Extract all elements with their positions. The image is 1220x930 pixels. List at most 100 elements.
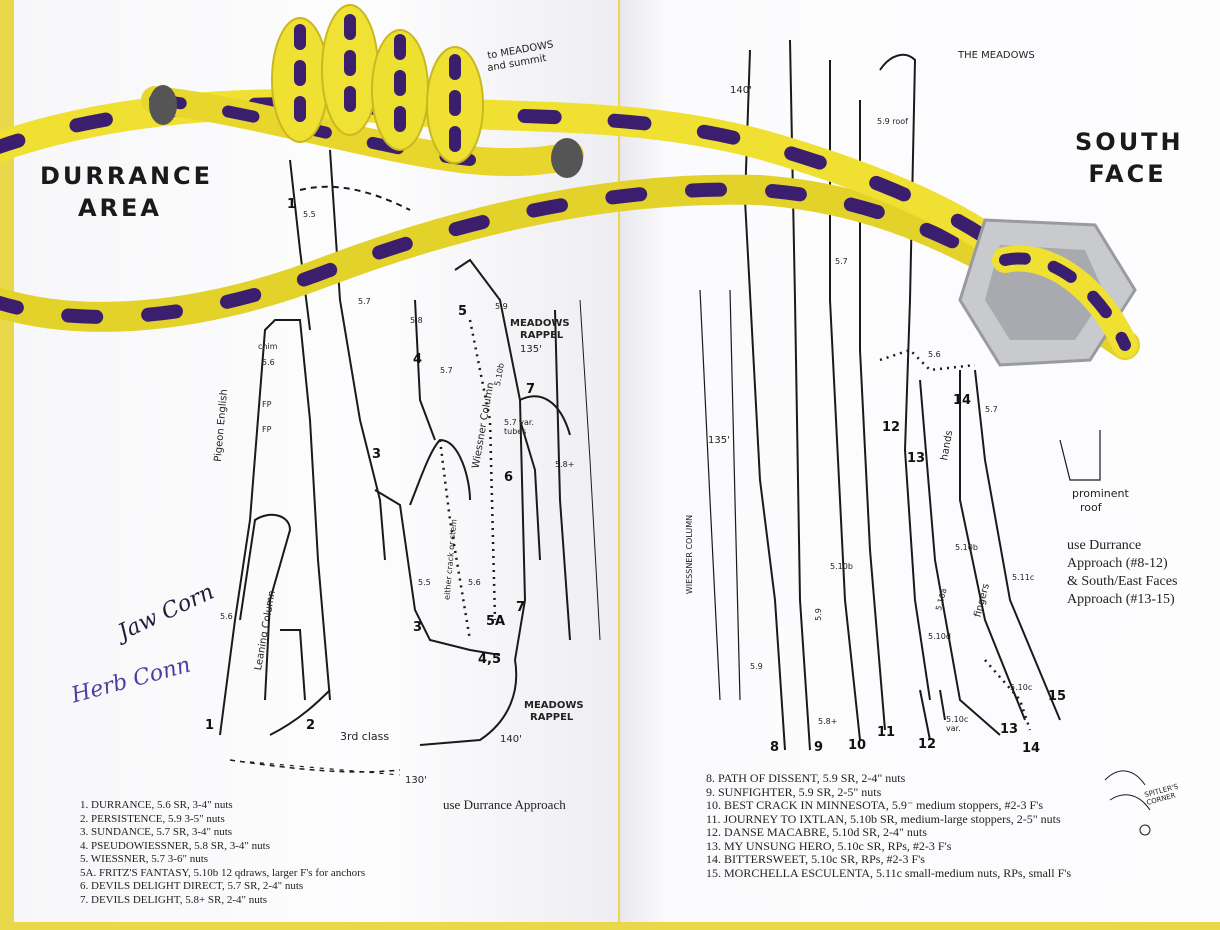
approach-trail (229, 759, 401, 773)
route-number: 7 (526, 382, 536, 397)
route-line (454, 258, 527, 661)
route-line (374, 489, 501, 656)
grade-label: 5.8+ (555, 460, 575, 469)
label-prominent-roof: roof (1080, 501, 1102, 514)
route-line (974, 369, 1061, 721)
route-line (789, 39, 811, 751)
approach-note: use Durrance Approach (443, 797, 566, 812)
grade-label: 5.11c (1012, 573, 1035, 582)
route-list-item: 11. JOURNEY TO IXTLAN, 5.10b SR, medium-… (706, 811, 1061, 826)
right-book-page (620, 0, 1220, 922)
route-list-item: 2. PERSISTENCE, 5.9 3-5" nuts (80, 812, 225, 825)
title-line: DURRANCE (40, 162, 214, 190)
route-number: 9 (814, 740, 824, 755)
approach-line: Approach (#13-15) (1067, 592, 1175, 607)
route-line (289, 159, 311, 331)
dotted-route (438, 439, 472, 641)
route-line (919, 379, 1001, 736)
dotted-route (879, 348, 976, 372)
route-list-item: 15. MORCHELLA ESCULENTA, 5.11c small-med… (706, 865, 1072, 880)
route-list-item: 10. BEST CRACK IN MINNESOTA, 5.9⁻ medium… (706, 798, 1043, 812)
label-the-meadows: THE MEADOWS (958, 50, 1035, 61)
right-page-title: SOUTH FACE (1075, 126, 1184, 190)
title-line: FACE (1088, 160, 1167, 188)
label-rappel-length: 140' (730, 85, 752, 96)
route-number: 5 (458, 304, 468, 319)
label-rappel-length: 130' (405, 775, 427, 786)
route-number: 15 (1048, 689, 1067, 704)
title-line: SOUTH (1075, 128, 1184, 156)
route-number: 3 (413, 620, 423, 635)
dotted-route (299, 185, 411, 211)
route-number: 13 (1000, 722, 1019, 737)
grade-label: 5.8+ (818, 717, 838, 726)
grade-label: 5.5 (418, 578, 431, 587)
route-number: 11 (877, 725, 896, 740)
route-line (219, 319, 331, 736)
route-line (269, 689, 331, 736)
right-route-list: 8. PATH OF DISSENT, 5.9 SR, 2-4" nuts 9.… (706, 771, 1072, 880)
route-number: 12 (918, 737, 937, 752)
route-list-item: 5. WIESSNER, 5.7 3-6" nuts (80, 853, 209, 865)
route-number: 5A (486, 614, 506, 629)
approach-line: & South/East Faces (1067, 574, 1178, 589)
left-page-title: DURRANCE AREA (40, 160, 214, 224)
grade-label: 5.7 (985, 405, 998, 414)
grade-label: FP (262, 400, 272, 409)
grade-label: 5.6 (928, 350, 941, 359)
label-meadows-rappel: MEADOWS (510, 318, 570, 329)
route-number: 6 (504, 470, 514, 485)
route-list-item: 5A. FRITZ'S FANTASY, 5.10b 12 qdraws, la… (80, 866, 366, 879)
spitlers-corner-sketch (1104, 770, 1151, 811)
route-list-item: 4. PSEUDOWIESSNER, 5.8 SR, 3-4" nuts (80, 839, 270, 852)
left-route-list: 1. DURRANCE, 5.6 SR, 3-4" nuts 2. PERSIS… (80, 799, 365, 907)
route-line (919, 689, 946, 741)
route-line (329, 149, 386, 561)
grade-label: 5.6 (468, 578, 481, 587)
route-line (519, 419, 541, 561)
grade-label: 5.7 (835, 257, 848, 266)
label-meadows-rappel: RAPPEL (530, 712, 574, 723)
grade-label: 5.10c (1010, 683, 1033, 692)
grade-label: 5.10c var. (946, 715, 969, 733)
grade-label: 5.9 roof (877, 117, 908, 126)
route-number: 4,5 (478, 652, 502, 667)
grade-label: FP (262, 425, 272, 434)
rope-end (551, 138, 583, 178)
route-list-item: 3. SUNDANCE, 5.7 SR, 3-4" nuts (80, 826, 233, 838)
route-number: 14 (1022, 741, 1041, 756)
route-number: 12 (882, 420, 901, 435)
hex-nut (958, 218, 1138, 367)
rope-knot (271, 4, 484, 164)
route-number: 14 (953, 393, 972, 408)
route-line (1059, 430, 1101, 481)
grade-label: 5.5 (303, 210, 316, 219)
route-line (419, 659, 518, 746)
route-list-item: 13. MY UNSUNG HERO, 5.10c SR, RPs, #2-3 … (706, 838, 952, 853)
route-line (280, 629, 306, 701)
route-list-item: 7. DEVILS DELIGHT, 5.8+ SR, 2-4" nuts (80, 893, 268, 906)
route-number: 1 (205, 718, 215, 733)
route-line (579, 299, 601, 641)
route-number: 4 (413, 352, 423, 367)
route-line (239, 513, 292, 701)
route-number: 8 (770, 740, 780, 755)
grade-label: 5.9 (495, 302, 508, 311)
title-line: AREA (77, 194, 163, 222)
label-tubes: 5.7 var. tubes (504, 418, 534, 436)
grade-label: 5.7 (358, 297, 371, 306)
skull-crossbones-icon (1139, 824, 1151, 836)
label-rappel-length: 135' (708, 435, 730, 446)
label-rappel-length: 140' (500, 734, 522, 745)
label-meadows-rappel: RAPPEL (520, 330, 564, 341)
route-number: 2 (306, 718, 316, 733)
grade-label: 5.10b (830, 562, 853, 571)
route-line (519, 395, 571, 436)
grade-label: 5.10d (928, 632, 951, 641)
route-number: 7 (516, 600, 526, 615)
route-list-item: 1. DURRANCE, 5.6 SR, 3-4" nuts (80, 799, 233, 811)
label-meadows-rappel: MEADOWS (524, 700, 584, 711)
route-number: 1 (287, 197, 297, 212)
grade-label: 5.10b (955, 543, 978, 552)
